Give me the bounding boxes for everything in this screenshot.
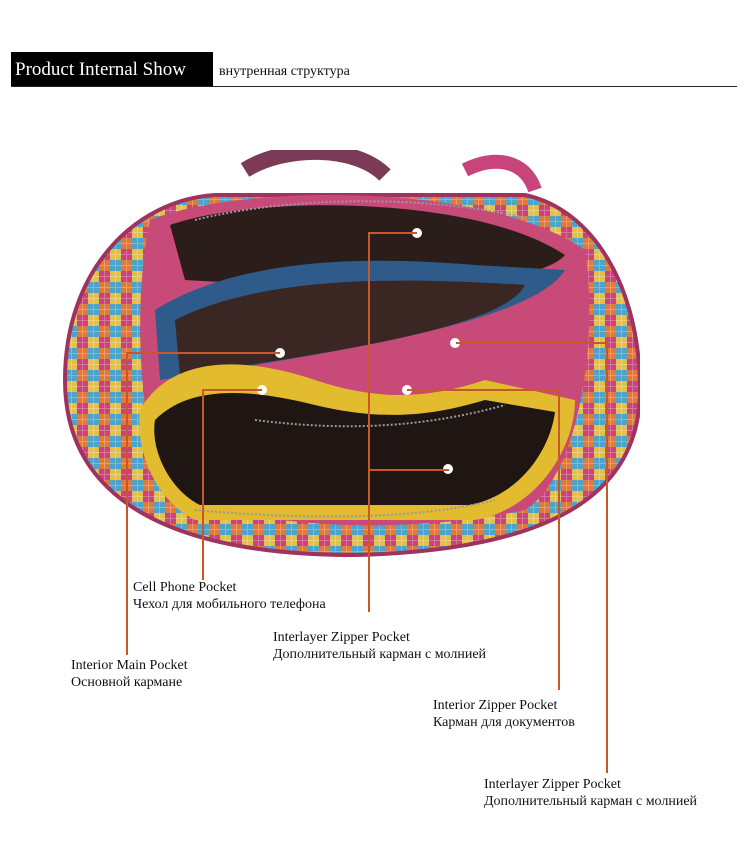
callout-label-ru: Карман для документов [433,715,575,730]
callout-label-en: Cell Phone Pocket [133,580,237,595]
handbag-photo [62,150,640,558]
callout-label-ru: Дополнительный карман с молнией [273,647,487,662]
callout-label-en: Interior Main Pocket [71,658,188,673]
header-divider [11,86,737,87]
callout-interlayer-zipper-pocket-2: Interlayer Zipper Pocket Дополнительный … [484,776,697,810]
callout-interlayer-zipper-pocket-1: Interlayer Zipper Pocket Дополнительный … [273,629,486,663]
callout-label-en: Interior Zipper Pocket [433,698,558,713]
callout-label-ru: Основной кармане [71,675,183,690]
callout-label-en: Interlayer Zipper Pocket [484,777,621,792]
callout-label-en: Interlayer Zipper Pocket [273,630,410,645]
callout-cell-phone-pocket: Cell Phone Pocket Чехол для мобильного т… [133,579,326,613]
callout-label-ru: Дополнительный карман с молнией [484,794,698,809]
callout-interior-zipper-pocket: Interior Zipper Pocket Карман для докуме… [433,697,575,731]
callout-label-ru: Чехол для мобильного телефона [133,597,326,612]
callout-interior-main-pocket: Interior Main Pocket Основной кармане [71,657,188,691]
section-subtitle: внутренная структура [219,64,350,79]
section-title: Product Internal Show [11,52,213,87]
